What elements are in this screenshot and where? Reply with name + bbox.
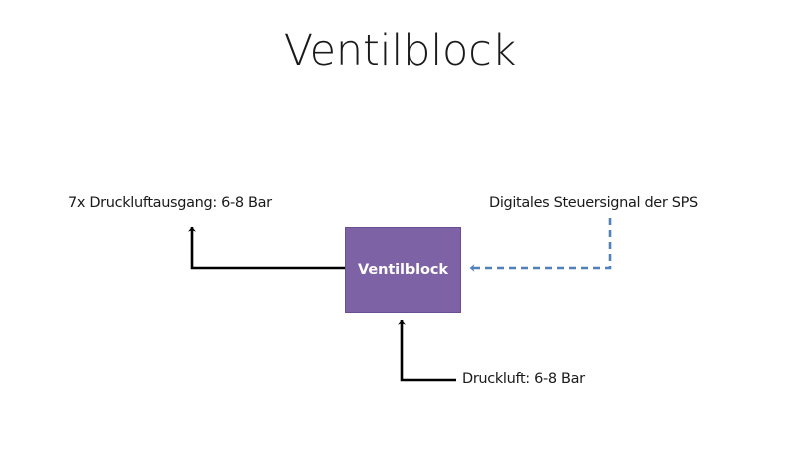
control-connector — [469, 218, 612, 272]
supply-label: Druckluft: 6-8 Bar — [462, 371, 585, 387]
control-signal-label: Digitales Steuersignal der SPS — [489, 195, 698, 211]
output-connector — [188, 226, 345, 270]
supply-connector — [398, 319, 456, 382]
page-title: Ventilblock — [283, 26, 517, 76]
ventilblock-node-label: Ventilblock — [358, 262, 448, 278]
output-label: 7x Druckluftausgang: 6-8 Bar — [68, 195, 272, 211]
ventilblock-node[interactable]: Ventilblock — [345, 227, 461, 313]
